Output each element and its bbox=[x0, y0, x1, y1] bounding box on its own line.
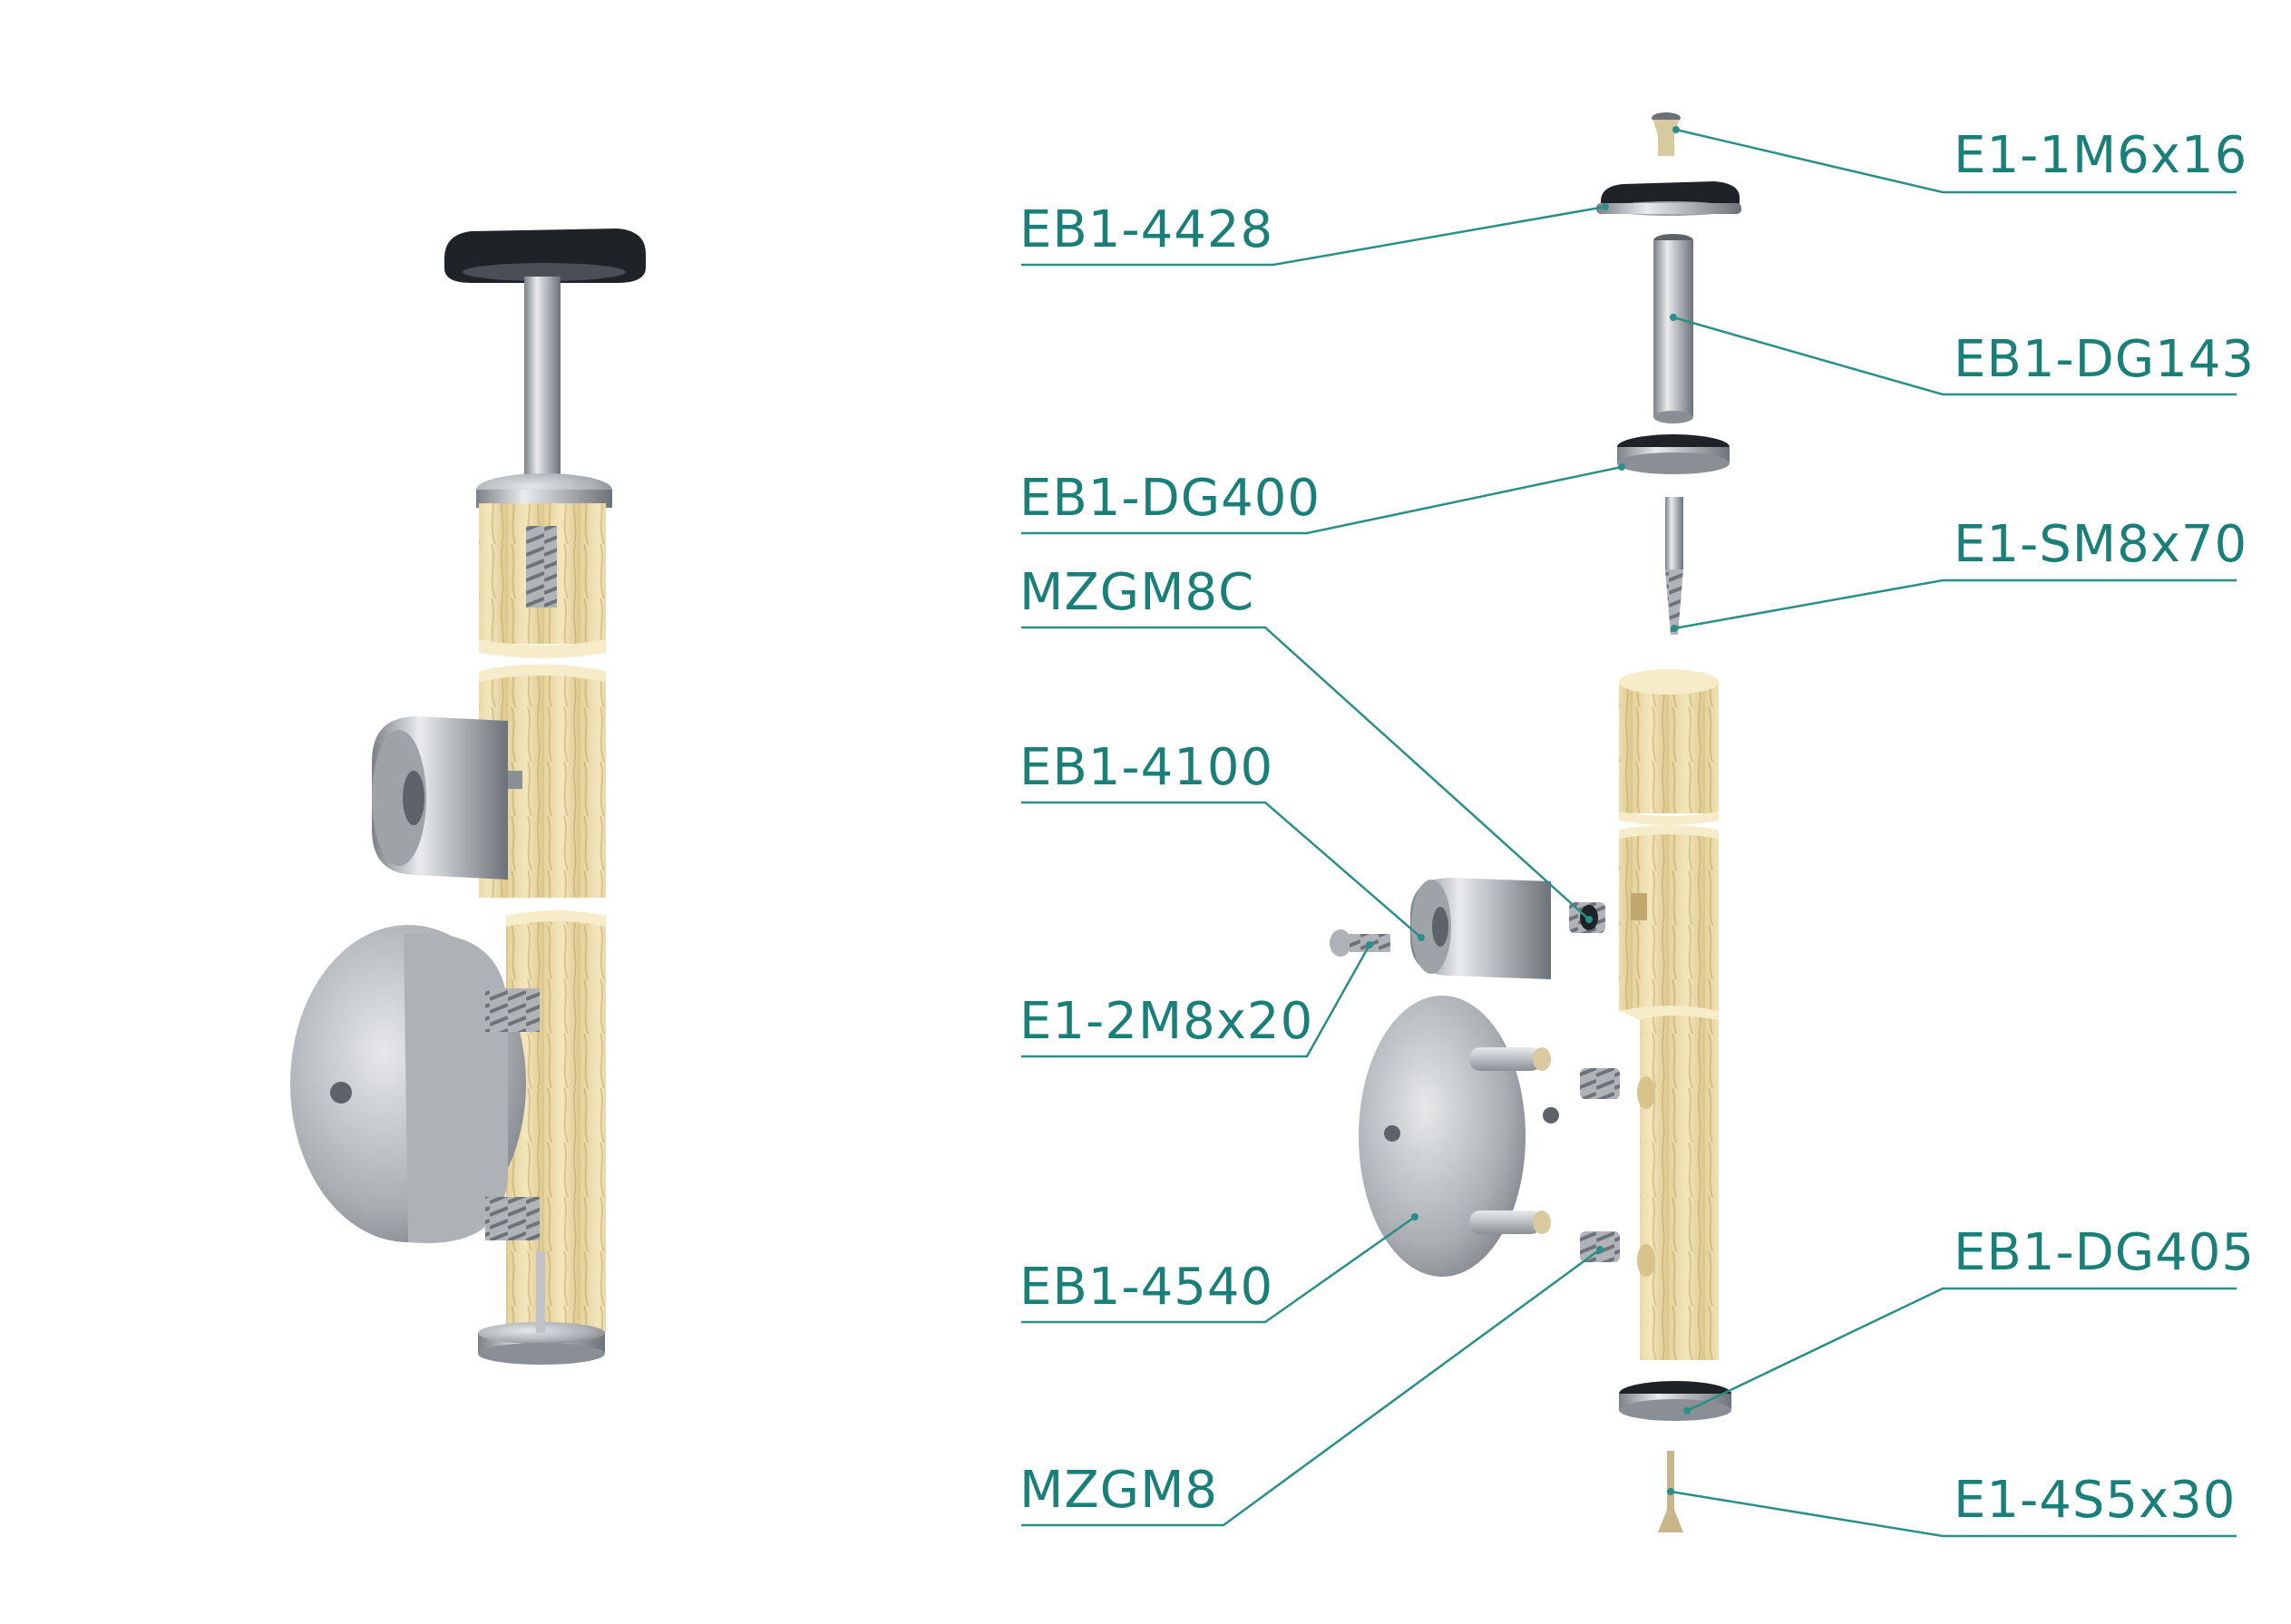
leader-dots bbox=[1366, 126, 1691, 1495]
label-eb1-4100: EB1-4100 bbox=[1019, 738, 1274, 797]
tube-dg143 bbox=[1653, 234, 1693, 423]
label-e1-2m8x20: E1-2M8x20 bbox=[1019, 992, 1314, 1051]
leader-lines bbox=[1021, 128, 2237, 1538]
leader-eb1-dg143 bbox=[1672, 316, 2237, 396]
leader-e1-2m8x20 bbox=[1021, 944, 1371, 1058]
label-mzgm8c: MZGM8C bbox=[1019, 563, 1255, 622]
label-eb1-4540: EB1-4540 bbox=[1019, 1258, 1274, 1317]
leader-e1-sm8x70 bbox=[1673, 579, 2237, 630]
glass-clamp-exploded bbox=[1410, 878, 1551, 979]
wood-upper-exploded bbox=[1619, 669, 1719, 825]
insert-mzgm8 bbox=[1580, 1068, 1620, 1262]
leader-e1-1m6x16 bbox=[1675, 128, 2237, 194]
disc-dg400 bbox=[1617, 434, 1730, 474]
stem-assembled bbox=[524, 277, 561, 485]
assembled-post bbox=[290, 229, 646, 1365]
label-eb1-4428: EB1-4428 bbox=[1019, 200, 1274, 259]
leader-eb1-dg400 bbox=[1021, 465, 1623, 535]
label-e1-4s5x30: E1-4S5x30 bbox=[1954, 1471, 2237, 1530]
wood-middle-exploded bbox=[1619, 825, 1719, 1011]
leader-mzgm8 bbox=[1021, 1248, 1601, 1527]
disc-dg405 bbox=[1619, 1381, 1731, 1421]
screw-m6x16 bbox=[1652, 112, 1681, 156]
label-eb1-dg143: EB1-DG143 bbox=[1954, 330, 2256, 389]
label-mzgm8: MZGM8 bbox=[1019, 1461, 1219, 1520]
wood-lower-exploded bbox=[1619, 1006, 1719, 1360]
leader-eb1-4428 bbox=[1021, 205, 1606, 267]
leader-eb1-4540 bbox=[1021, 1215, 1416, 1324]
leader-e1-4s5x30 bbox=[1670, 1490, 2237, 1538]
bolt-m8x20 bbox=[1330, 929, 1390, 957]
top-pad-exploded bbox=[1596, 181, 1741, 216]
leader-eb1-dg405 bbox=[1686, 1287, 2237, 1413]
label-e1-1m6x16: E1-1M6x16 bbox=[1954, 126, 2248, 185]
base-plate-exploded bbox=[1359, 996, 1559, 1277]
stud-sm8x70 bbox=[1665, 497, 1683, 635]
wood-segment-lower bbox=[506, 916, 606, 1333]
leader-mzgm8c bbox=[1021, 626, 1590, 920]
label-eb1-dg400: EB1-DG400 bbox=[1019, 469, 1321, 528]
label-eb1-dg405: EB1-DG405 bbox=[1954, 1223, 2256, 1282]
exploded-parts bbox=[1330, 112, 1741, 1532]
label-e1-sm8x70: E1-SM8x70 bbox=[1954, 515, 2248, 574]
leader-eb1-4100 bbox=[1021, 801, 1422, 938]
